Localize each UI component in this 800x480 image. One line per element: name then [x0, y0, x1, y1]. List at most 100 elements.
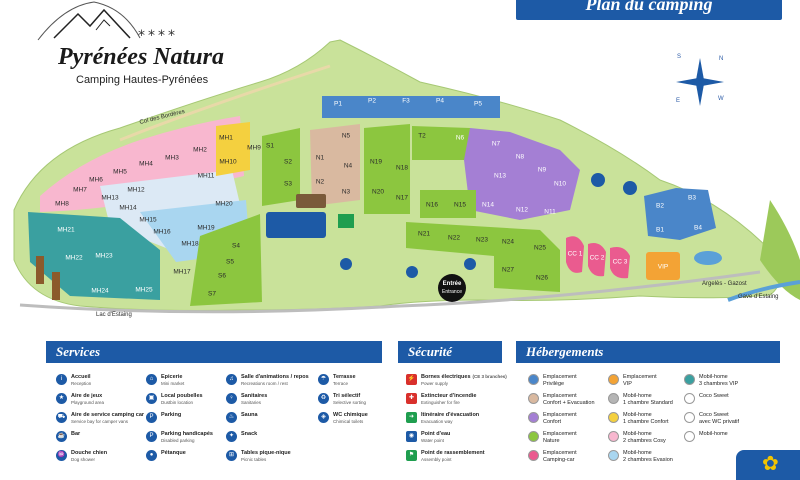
pitch-mh25[interactable]: MH25: [135, 287, 153, 294]
pitch-n24[interactable]: N24: [502, 239, 514, 246]
pitch-mh6[interactable]: MH6: [89, 177, 103, 184]
pitch-n17[interactable]: N17: [396, 195, 408, 202]
pitch-t2[interactable]: T2: [418, 133, 426, 140]
pitch-s2[interactable]: S2: [284, 159, 292, 166]
pitch-mh10[interactable]: MH10: [219, 159, 237, 166]
service-icon: ♒: [56, 450, 67, 461]
pitch-n16[interactable]: N16: [426, 202, 438, 209]
pitch-b4[interactable]: B4: [694, 225, 702, 232]
cc3-block: [610, 247, 630, 279]
pitch-b2[interactable]: B2: [656, 203, 664, 210]
security-label: Extincteur d'incendie: [421, 393, 476, 400]
pitch-p5[interactable]: P5: [474, 101, 482, 108]
pitch-n4[interactable]: N4: [344, 163, 353, 170]
service-item: ✦Snack: [226, 431, 257, 442]
pitch-n6[interactable]: N6: [456, 135, 465, 142]
pitch-n10[interactable]: N10: [554, 181, 566, 188]
pitch-n19[interactable]: N19: [370, 159, 382, 166]
pitch-n8[interactable]: N8: [516, 154, 525, 161]
pitch-mh19[interactable]: MH19: [197, 225, 215, 232]
pitch-mh21[interactable]: MH21: [57, 227, 75, 234]
entrance-marker[interactable]: [438, 274, 466, 302]
pitch-s4[interactable]: S4: [232, 243, 240, 250]
pitch-n18[interactable]: N18: [396, 165, 408, 172]
pitch-n12[interactable]: N12: [516, 207, 528, 214]
service-text: Snack: [241, 431, 257, 438]
pitch-mh1[interactable]: MH1: [219, 135, 233, 142]
pitch-n27[interactable]: N27: [502, 267, 514, 274]
pitch-s6[interactable]: S6: [218, 273, 226, 280]
road-gave: Gave d'Estaing: [738, 294, 779, 300]
service-label: Accueil: [71, 374, 91, 380]
pitch-mh8[interactable]: MH8: [55, 201, 69, 208]
gave-river: [727, 280, 800, 302]
pitch-n2[interactable]: N2: [316, 179, 325, 186]
pitch-mh24[interactable]: MH24: [91, 288, 109, 295]
pitch-n5[interactable]: N5: [342, 133, 351, 140]
pitch-p2[interactable]: P2: [368, 98, 376, 105]
pitch-n25[interactable]: N25: [534, 245, 546, 252]
pitch-n3[interactable]: N3: [342, 189, 351, 196]
pitch-n1[interactable]: N1: [316, 155, 325, 162]
pitch-n14[interactable]: N14: [482, 202, 494, 209]
accommodation-text: Coco Sweet: [699, 393, 729, 400]
sanitary-building: [266, 212, 326, 238]
pitch-vip[interactable]: VIP: [658, 264, 668, 271]
pitch-n23[interactable]: N23: [476, 237, 488, 244]
security-header: Sécurité: [398, 341, 502, 363]
pitch-b1[interactable]: B1: [656, 227, 664, 234]
accommodation-label: Emplacement: [543, 393, 577, 399]
pitch-mh20[interactable]: MH20: [215, 201, 233, 208]
pitch-mh9[interactable]: MH9: [247, 145, 261, 152]
pitch-p4[interactable]: P4: [436, 98, 444, 105]
n-confort-zone: [464, 128, 580, 220]
pitch-s7[interactable]: S7: [208, 291, 216, 298]
pitch-n11[interactable]: N11: [544, 209, 556, 216]
security-legend: ⚡Bornes électriques(CE 3 branches)Power …: [406, 374, 516, 474]
pitch-mh13[interactable]: MH13: [101, 195, 119, 202]
pitch-p3[interactable]: F3: [402, 98, 410, 105]
pitch-n21[interactable]: N21: [418, 231, 430, 238]
pitch-cc1[interactable]: CC 1: [568, 251, 583, 258]
service-icon: ▣: [146, 393, 157, 404]
pitch-mh11[interactable]: MH11: [198, 173, 215, 180]
pitch-mh17[interactable]: MH17: [173, 269, 191, 276]
pitch-cc3[interactable]: CC 3: [613, 259, 628, 266]
pitch-mh22[interactable]: MH22: [65, 255, 83, 262]
pitch-s1[interactable]: S1: [266, 143, 274, 150]
n-lower-zone: [406, 222, 560, 292]
t-zone: [412, 126, 470, 160]
pitch-n22[interactable]: N22: [448, 235, 460, 242]
pitch-mh5[interactable]: MH5: [113, 169, 127, 176]
pitch-mh12[interactable]: MH12: [127, 187, 145, 194]
pitch-s5[interactable]: S5: [226, 259, 234, 266]
pitch-mh2[interactable]: MH2: [193, 147, 207, 154]
pitch-mh23[interactable]: MH23: [95, 253, 113, 260]
pitch-n20[interactable]: N20: [372, 189, 384, 196]
pitch-p1[interactable]: P1: [334, 101, 342, 108]
pitch-n15[interactable]: N15: [454, 202, 466, 209]
accommodation-label: Emplacement: [543, 450, 577, 456]
pitch-mh15[interactable]: MH15: [139, 217, 157, 224]
pitch-mh14[interactable]: MH14: [119, 205, 137, 212]
pitch-n9[interactable]: N9: [538, 167, 547, 174]
accommodation-swatch: [608, 374, 619, 385]
picnic-table-icon-2: [52, 272, 60, 300]
pitch-b3[interactable]: B3: [688, 195, 696, 202]
pitch-mh18[interactable]: MH18: [181, 241, 199, 248]
pitch-cc2[interactable]: CC 2: [590, 255, 605, 262]
pitch-s3[interactable]: S3: [284, 181, 292, 188]
pitch-n7[interactable]: N7: [492, 141, 501, 148]
pitch-mh4[interactable]: MH4: [139, 161, 153, 168]
pitch-mh7[interactable]: MH7: [73, 187, 87, 194]
pitch-n26[interactable]: N26: [536, 275, 548, 282]
pitch-mh3[interactable]: MH3: [165, 155, 179, 162]
pitch-n13[interactable]: N13: [494, 173, 506, 180]
pitch-mh16[interactable]: MH16: [153, 229, 171, 236]
service-sub: Dog shower: [71, 456, 96, 462]
